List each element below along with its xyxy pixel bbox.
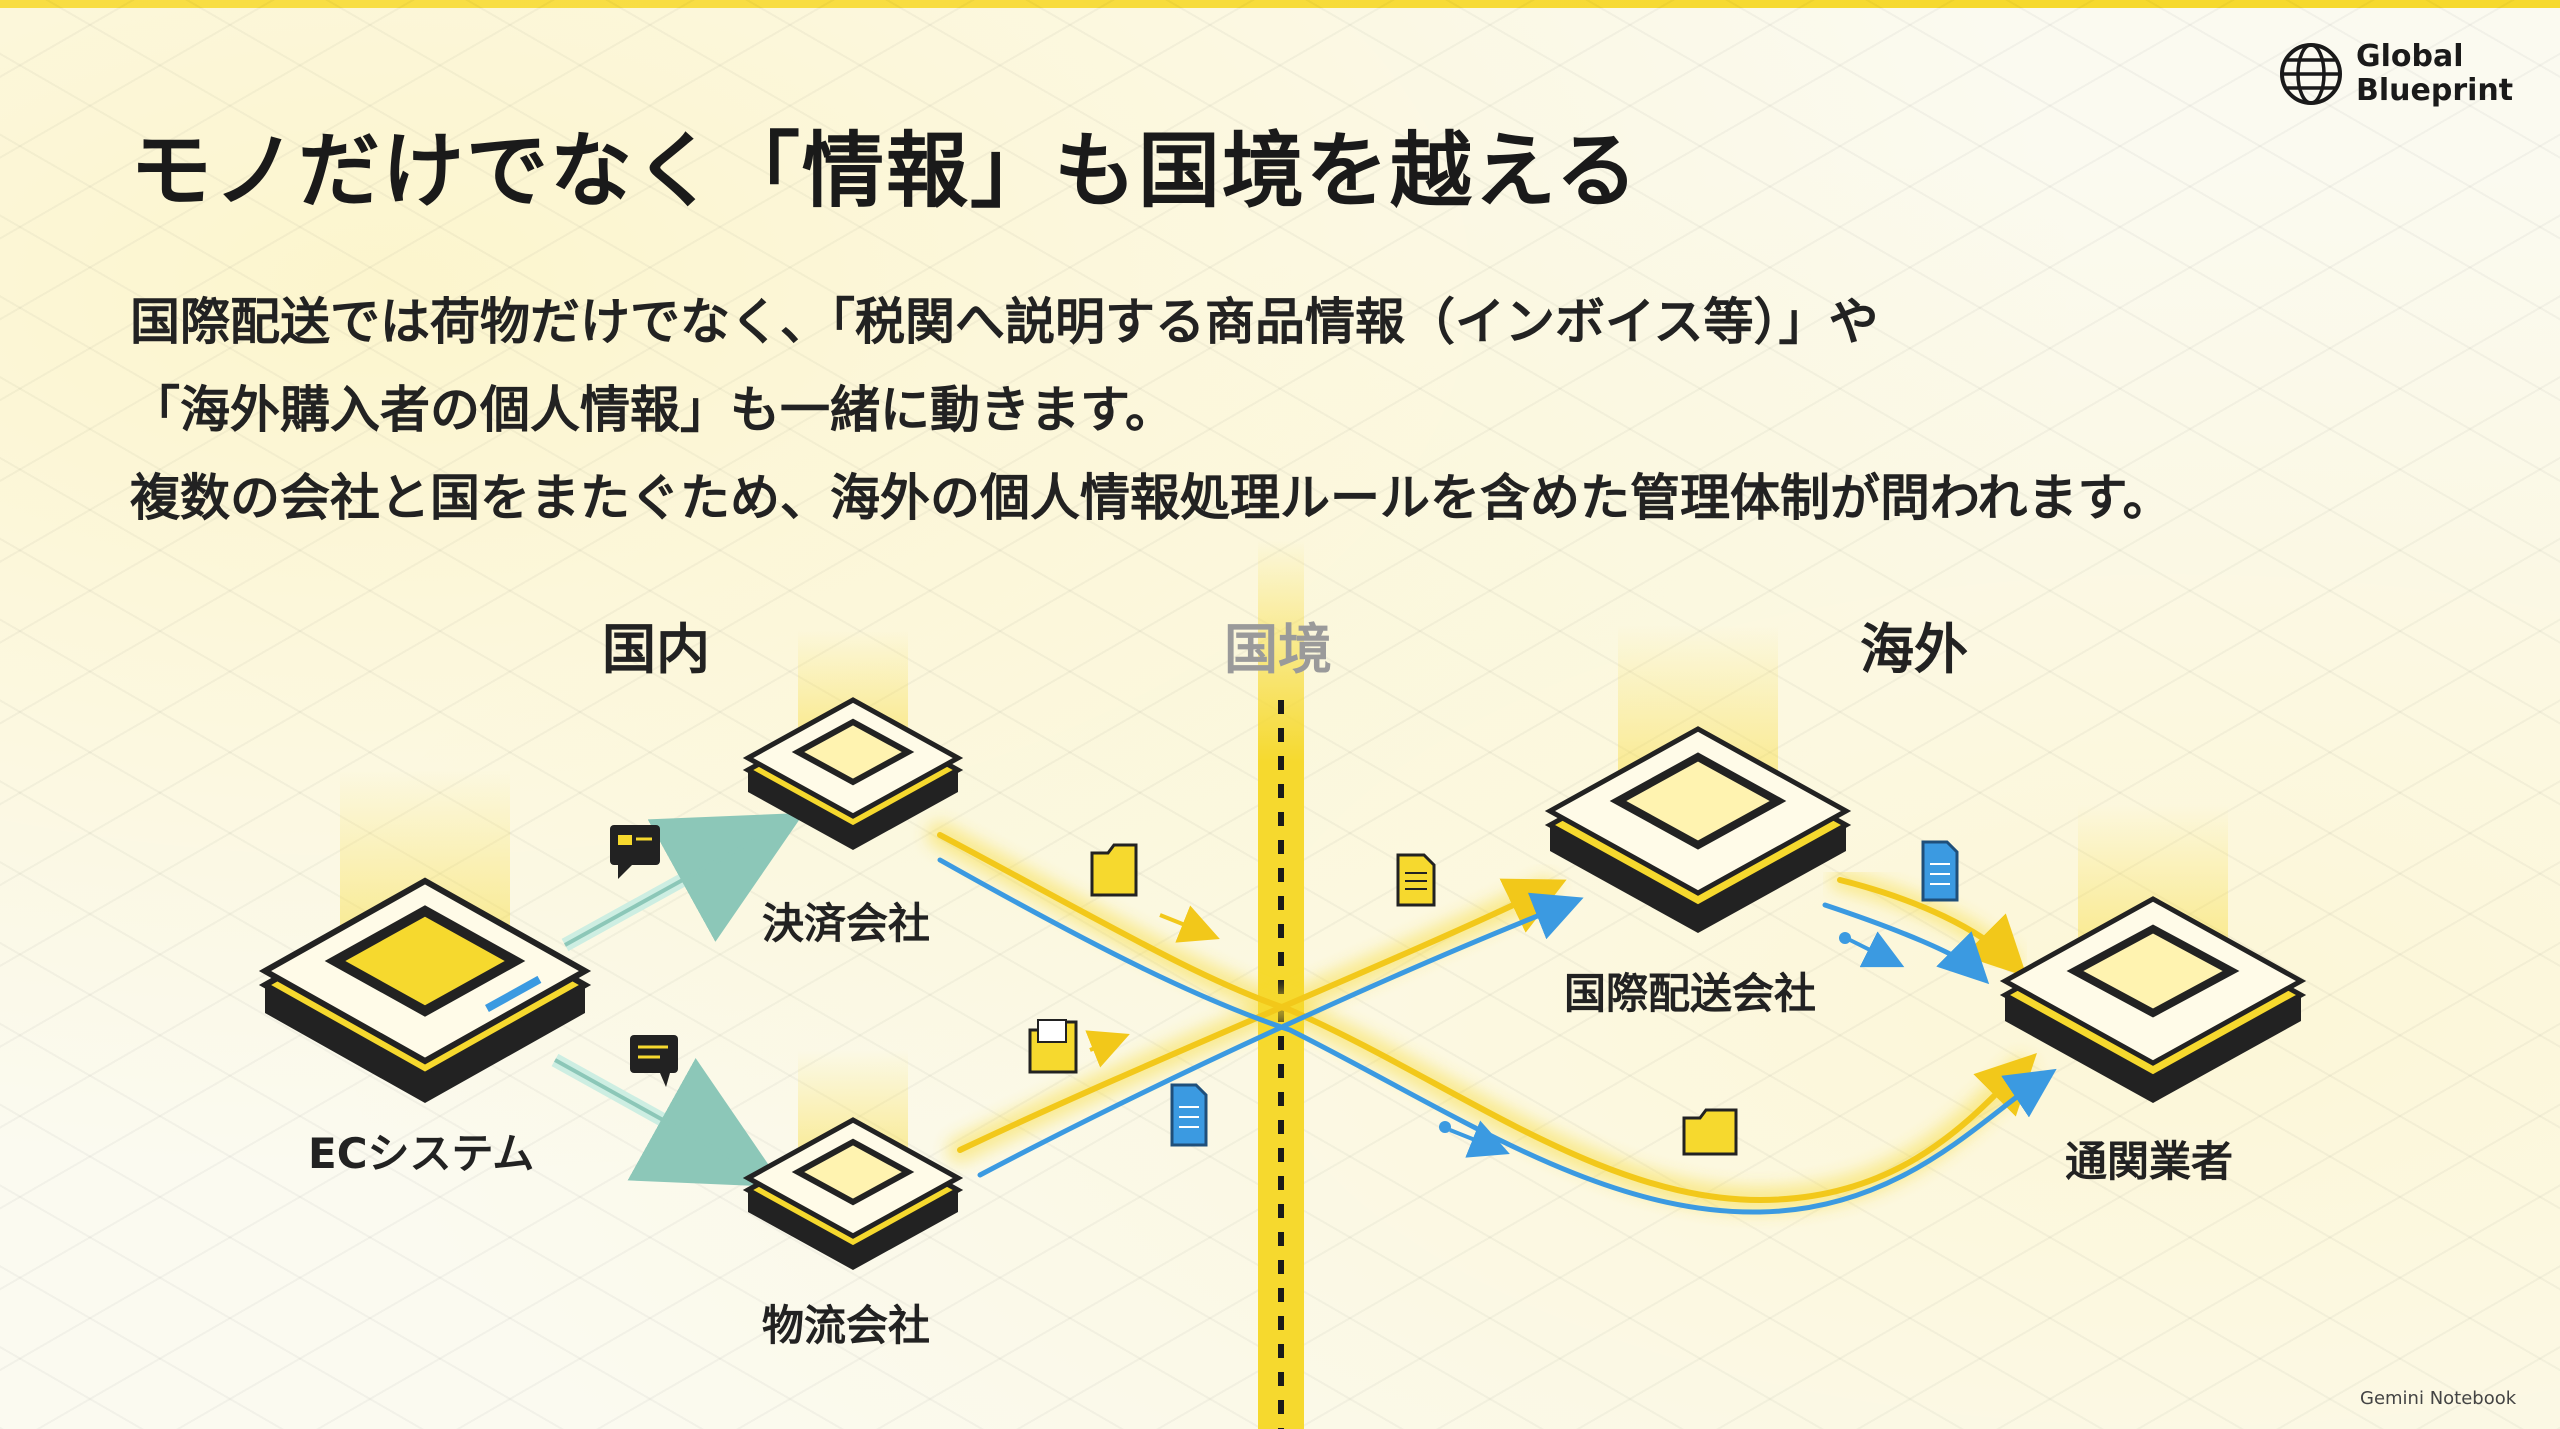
document-icon xyxy=(1396,853,1436,907)
brand-name: Global Blueprint xyxy=(2356,40,2513,108)
region-overseas-label: 海外 xyxy=(1860,618,1968,681)
customs-broker-label: 通関業者 xyxy=(2065,1137,2234,1186)
page-title: モノだけでなく「情報」も国境を越える xyxy=(130,124,1640,219)
ec-system-node xyxy=(258,770,592,1103)
flow-ec-to-payment-core xyxy=(564,838,756,947)
intl-shipping-company-label: 国際配送会社 xyxy=(1564,969,1817,1018)
folder-icon xyxy=(1090,843,1138,897)
region-border-label: 国境 xyxy=(1224,618,1332,681)
brand-line2: Blueprint xyxy=(2356,73,2514,108)
data-flows xyxy=(937,857,2057,1215)
top-accent-bar xyxy=(0,0,2560,8)
logistics-company-node xyxy=(742,1050,964,1270)
folder-icon xyxy=(1028,1019,1078,1074)
payment-company-node xyxy=(742,630,964,850)
flow-ec-to-logistics-core xyxy=(554,1058,736,1162)
footer-brand: Gemini Notebook xyxy=(2360,1388,2517,1409)
brand-logo: Global Blueprint xyxy=(2278,40,2513,108)
intl-shipping-company-node xyxy=(1544,625,1852,933)
ec-system-label: ECシステム xyxy=(308,1129,535,1178)
globe-icon xyxy=(2280,43,2342,105)
chat-icon xyxy=(610,825,660,879)
document-icon xyxy=(1921,840,1959,902)
body-paragraph: 国際配送では荷物だけでなく、「税関へ説明する商品情報（インボイス等）」や 「海外… xyxy=(130,278,2430,542)
payment-company-label: 決済会社 xyxy=(762,899,931,948)
document-icon xyxy=(1170,1083,1208,1147)
body-line-2: 「海外購入者の個人情報」も一緒に動きます。 xyxy=(130,381,1175,439)
region-domestic-label: 国内 xyxy=(602,618,710,681)
small-arrows xyxy=(1085,905,1905,1158)
brand-line1: Global xyxy=(2356,39,2464,74)
logistics-company-label: 物流会社 xyxy=(762,1301,931,1350)
body-line-1: 国際配送では荷物だけでなく、「税関へ説明する商品情報（インボイス等）」や xyxy=(130,293,1879,351)
customs-broker-node xyxy=(1999,805,2307,1103)
body-line-3: 複数の会社と国をまたぐため、海外の個人情報処理ルールを含めた管理体制が問われます… xyxy=(130,469,2173,527)
folder-icon xyxy=(1682,1108,1738,1156)
chat-icon xyxy=(630,1035,678,1087)
